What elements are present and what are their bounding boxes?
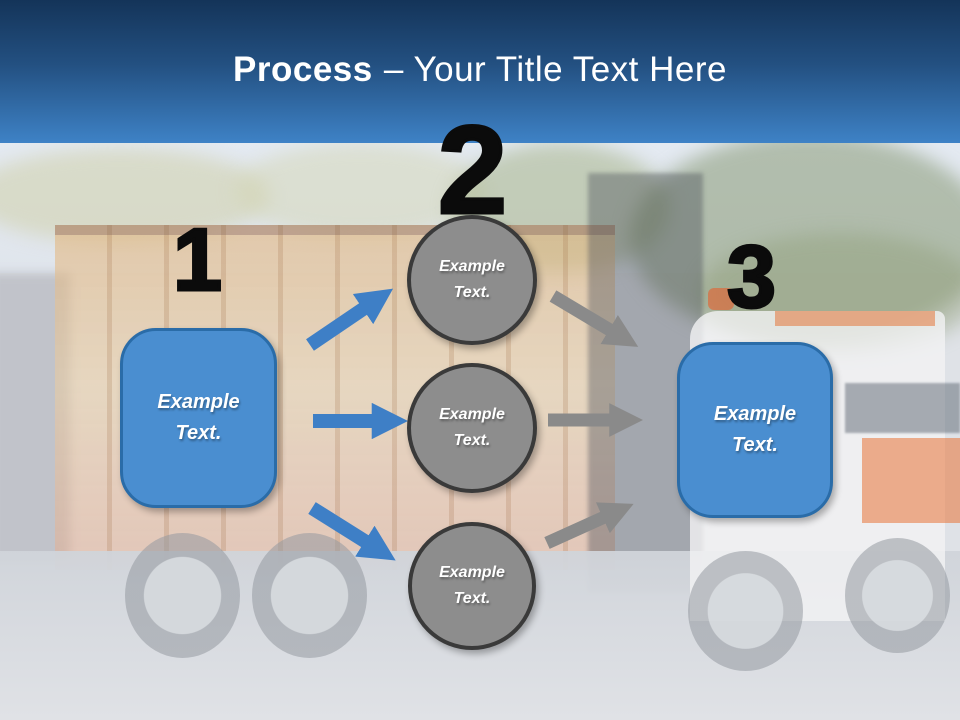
process-box-left-label: Example Text. bbox=[157, 391, 240, 444]
process-circle-bottom[interactable]: Example Text. bbox=[408, 522, 536, 650]
bg-wheel-4 bbox=[845, 538, 950, 653]
bg-cab-orange-panel bbox=[862, 438, 960, 523]
bg-cab-roof-stripe bbox=[775, 311, 935, 326]
process-box-left[interactable]: Example Text. bbox=[120, 328, 277, 508]
process-circle-middle[interactable]: Example Text. bbox=[407, 363, 537, 493]
step-number-3: 3 bbox=[726, 227, 778, 326]
bg-trees-left bbox=[0, 148, 270, 243]
bg-wheel-3 bbox=[688, 551, 803, 671]
slide-title-rest: – Your Title Text Here bbox=[383, 50, 727, 89]
process-circle-bottom-label: Example Text. bbox=[439, 564, 505, 607]
step-number-1: 1 bbox=[172, 210, 224, 309]
bg-trees-right bbox=[630, 133, 960, 343]
process-box-right[interactable]: Example Text. bbox=[677, 342, 833, 518]
process-circle-top-label: Example Text. bbox=[439, 258, 505, 301]
title-bar: Process – Your Title Text Here bbox=[0, 0, 960, 143]
bg-wheel-2 bbox=[252, 533, 367, 658]
step-number-2: 2 bbox=[436, 101, 509, 240]
process-circle-middle-label: Example Text. bbox=[439, 406, 505, 449]
bg-cab-windshield bbox=[845, 383, 960, 433]
slide-title[interactable]: Process – Your Title Text Here bbox=[0, 50, 960, 90]
bg-wheel-1 bbox=[125, 533, 240, 658]
process-box-right-label: Example Text. bbox=[713, 403, 797, 456]
process-circle-top[interactable]: Example Text. bbox=[407, 215, 537, 345]
bg-cab-lamp bbox=[708, 288, 734, 310]
slide-title-bold: Process bbox=[233, 50, 373, 89]
